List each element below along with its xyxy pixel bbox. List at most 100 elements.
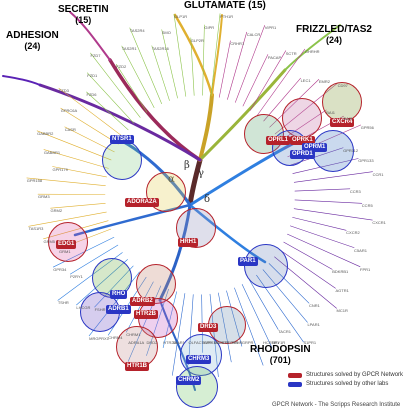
leaf-branch: [210, 13, 221, 97]
leaf-label: CCR1: [372, 171, 384, 177]
tag-oprl1: OPRL1: [266, 136, 291, 145]
tag-oprk1: OPRK1: [290, 136, 315, 145]
leaf-branch: [161, 29, 178, 99]
leaf-branch: [172, 293, 186, 376]
leaf-label: BAI3: [343, 116, 353, 122]
leaf-branch: [294, 188, 351, 192]
leaf-label: CCR5: [361, 203, 373, 209]
leaf-branch: [202, 24, 205, 96]
leaf-label: C5AR1: [354, 247, 367, 253]
leaf-label: GPRC6A: [60, 108, 78, 114]
leaf-label: TRHR: [231, 340, 243, 345]
subgroup-delta: δ: [204, 194, 211, 205]
leaf-label: GPR179: [52, 166, 68, 172]
leaf-label: CXCR2: [346, 230, 360, 236]
family-count: (24): [325, 35, 342, 45]
family-adhesion: ADHESION (24): [6, 30, 59, 52]
leaf-label: CRHR1: [230, 40, 245, 46]
legend-item-gpcr-network: Structures solved by GPCR Network: [288, 372, 403, 378]
tag-hrh1: HRH1: [178, 238, 199, 247]
leaf-label: FZD6: [86, 91, 97, 97]
legend-label: Structures solved by GPCR Network: [306, 372, 404, 378]
leaf-label: CHRM1: [126, 332, 141, 338]
structure-circle-par1: [244, 244, 288, 288]
leaf-branch: [283, 241, 333, 270]
leaf-label: GRM1: [59, 248, 71, 254]
leaf-label: FPR1: [360, 266, 371, 272]
leaf-branch: [287, 233, 361, 267]
leaf-label: BDKRB1: [332, 269, 349, 275]
leaf-label: AVPR1A: [202, 340, 219, 345]
leaf-branch: [50, 203, 106, 209]
family-name: FRIZZLED/TAS2: [296, 24, 372, 35]
family-count: (701): [269, 355, 291, 365]
leaf-label: SCTR: [285, 50, 297, 56]
leaf-label: S1PR1: [303, 340, 317, 345]
leaf-branch: [121, 45, 155, 108]
leaf-branch: [293, 208, 373, 221]
family-count: (24): [24, 41, 41, 51]
leaf-label: OXTR: [218, 340, 230, 345]
leaf-label: CASR: [64, 126, 76, 132]
leaf-label: LEC1: [300, 78, 311, 84]
tag-chrm3: CHRM3: [186, 355, 212, 364]
leaf-branch: [69, 244, 119, 275]
leaf-branch: [58, 87, 124, 137]
leaf-label: GLP2R: [190, 37, 204, 43]
leaf-label: TACR1: [278, 329, 291, 335]
leaf-label: CCR3: [349, 188, 361, 194]
leaf-branch: [90, 52, 141, 118]
tag-rho: RHO: [110, 290, 128, 299]
leaf-label: PTH1R: [220, 13, 234, 19]
credit-line: GPCR Network - The Scripps Research Inst…: [272, 402, 401, 408]
leaf-label: TSHR: [57, 300, 69, 306]
leaf-label: GPR34: [53, 267, 67, 273]
family-name: GLUTAMATE (15): [184, 0, 266, 11]
tag-htr2b: HTR2B: [134, 310, 159, 319]
leaf-branch: [151, 45, 170, 101]
leaf-branch: [234, 287, 264, 366]
tag-chrm2: CHRM2: [176, 376, 202, 385]
leaf-branch: [43, 149, 109, 169]
leaf-label: EMR2: [318, 79, 330, 85]
family-name: SECRETIN: [58, 4, 109, 15]
leaf-label: TAS2R1: [121, 46, 137, 52]
leaf-branch: [129, 27, 162, 105]
leaf-branch: [242, 54, 269, 107]
family-frizzled: FRIZZLED/TAS2 (24): [296, 24, 372, 46]
leaf-label: P2RY1: [70, 274, 83, 280]
tag-oprd1: OPRD1: [290, 150, 315, 159]
tag-cxcr4: CXCR4: [330, 118, 355, 127]
leaf-branch: [28, 211, 107, 227]
leaf-label: FZD7: [90, 53, 101, 59]
leaf-label: LHCGR: [76, 304, 91, 310]
leaf-label: GPR112: [343, 147, 359, 153]
family-rhodopsin: RHODOPSIN (701): [250, 344, 311, 366]
leaf-label: FSHR: [94, 307, 106, 313]
leaf-branch: [86, 91, 129, 131]
structure-circle-chrm2: [176, 366, 218, 408]
structure-circle-ntsr1: [102, 140, 142, 180]
leaf-label: GABBR1: [43, 149, 61, 155]
leaf-branch: [293, 171, 373, 183]
leaf-label: CHRM4: [108, 335, 123, 341]
leaf-branch: [227, 31, 248, 100]
leaf-label: ADRA1A: [128, 340, 145, 345]
leaf-label: TAS2R16: [151, 45, 169, 51]
leaf-branch: [26, 177, 106, 186]
leaf-label: NPY1R: [271, 340, 286, 345]
leaf-label: BAI1: [326, 109, 335, 115]
leaf-label: TAS2R4: [129, 27, 145, 33]
leaf-label: GPR133: [358, 158, 374, 164]
structure-circle-adrb2: [136, 264, 176, 304]
leaf-label: DRD2: [146, 340, 158, 345]
leaf-label: SMO: [161, 29, 171, 35]
leaf-label: MC1R: [336, 308, 348, 314]
leaf-label: HCRTR1: [263, 340, 280, 345]
leaf-branch: [60, 107, 119, 145]
tag-adora2a: ADORA2A: [125, 198, 159, 207]
leaf-branch: [173, 14, 187, 97]
leaf-label: GIPR: [204, 24, 215, 30]
leaf-label: CXCR1: [372, 220, 386, 226]
leaf-branch: [263, 77, 301, 122]
